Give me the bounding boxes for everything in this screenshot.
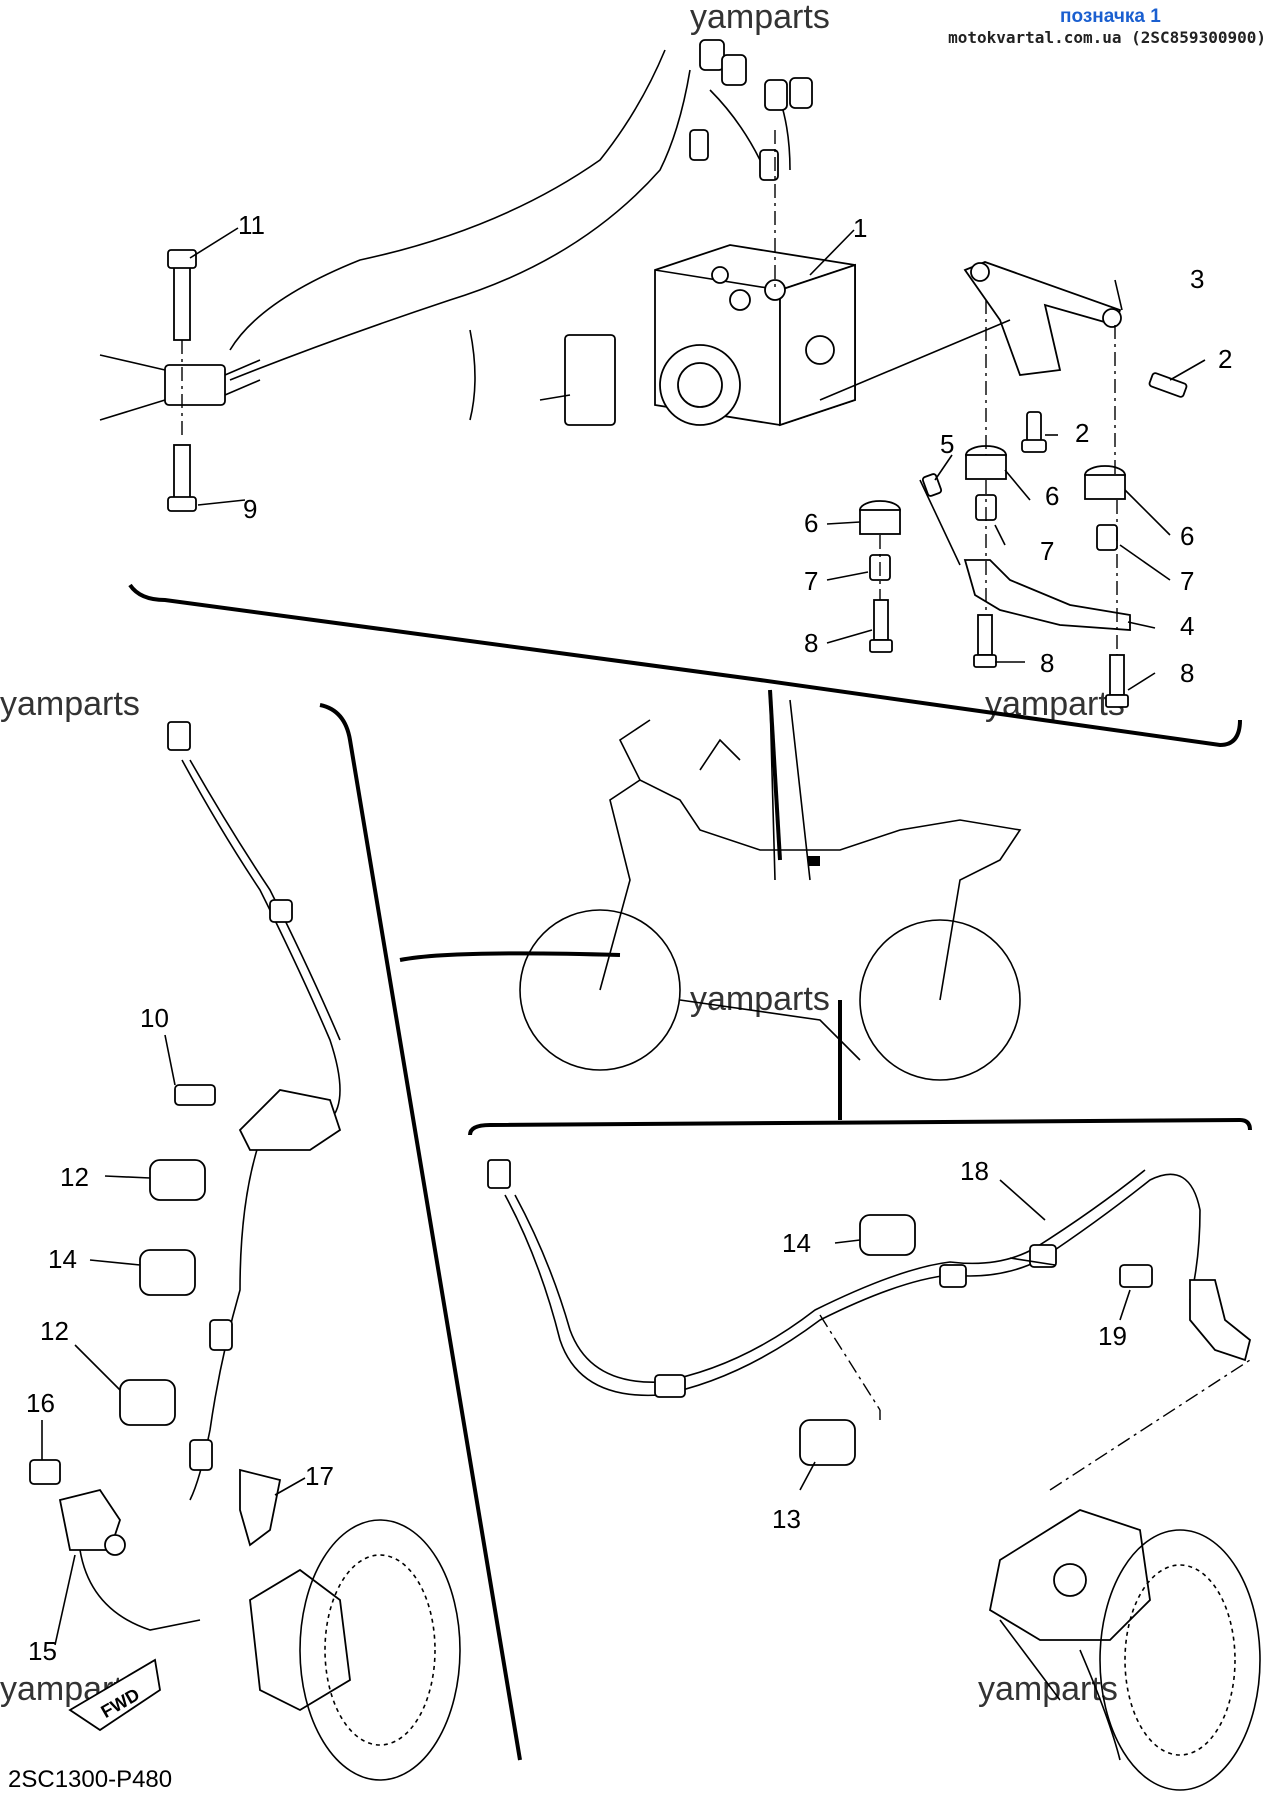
callout-8a: 8 [804, 628, 818, 658]
watermark-left: yamparts [0, 685, 140, 723]
callout-10: 10 [140, 1003, 169, 1033]
callout-7c: 7 [804, 566, 818, 596]
callout-8c: 8 [1180, 658, 1194, 688]
callout-11: 11 [238, 210, 265, 240]
watermark-bottom-right: yamparts [978, 1670, 1118, 1708]
bookmark-link[interactable]: позначка 1 [1060, 6, 1161, 27]
callout-19: 19 [1098, 1321, 1127, 1351]
callout-1: 1 [853, 213, 867, 243]
callout-9: 9 [243, 494, 257, 524]
callout-12b: 12 [40, 1316, 69, 1346]
watermark-top: yamparts [690, 0, 830, 36]
callout-2b: 2 [1075, 418, 1089, 448]
leader-lines [41, 227, 1206, 1646]
callout-3: 3 [1190, 264, 1204, 294]
callout-6a: 6 [1045, 481, 1059, 511]
callout-8b: 8 [1040, 648, 1054, 678]
callout-numbers: 1 2 2 3 4 5 6 6 6 7 7 7 8 8 8 9 10 11 12… [26, 210, 1232, 1666]
callout-2a: 2 [1218, 344, 1232, 374]
callout-13: 13 [772, 1504, 801, 1534]
rear-sensor-section [468, 1117, 1261, 1791]
watermark-right: yamparts [985, 685, 1125, 723]
abs-unit-marker [808, 856, 820, 866]
callout-6b: 6 [1180, 521, 1194, 551]
callout-14a: 14 [48, 1244, 77, 1274]
callout-18: 18 [960, 1156, 989, 1186]
watermark-center: yamparts [690, 980, 830, 1018]
diagram-code: 2SC1300-P480 [8, 1766, 173, 1793]
callout-17: 17 [305, 1461, 334, 1491]
callout-15: 15 [28, 1636, 57, 1666]
callout-4: 4 [1180, 611, 1194, 641]
source-label: motokvartal.com.ua (2SC859300900) [948, 28, 1266, 47]
callout-12a: 12 [60, 1162, 89, 1192]
callout-7a: 7 [1040, 536, 1054, 566]
callout-5: 5 [940, 429, 954, 459]
callout-14b: 14 [782, 1228, 811, 1258]
motorcycle-outline [399, 689, 1022, 1120]
callout-16: 16 [26, 1388, 55, 1418]
callout-6c: 6 [804, 508, 818, 538]
abs-unit-section [99, 39, 1242, 748]
front-sensor-section: FWD [29, 703, 522, 1781]
callout-7b: 7 [1180, 566, 1194, 596]
